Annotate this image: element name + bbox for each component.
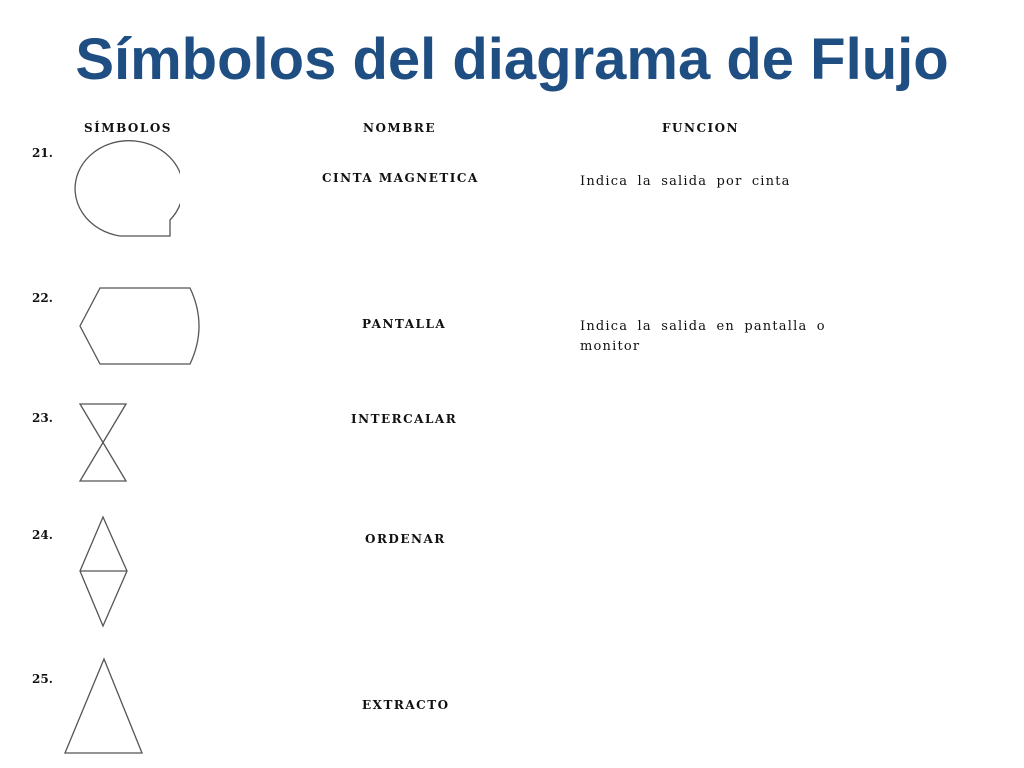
row-number: 22. xyxy=(32,291,53,305)
extract-icon xyxy=(64,657,143,754)
row-function: Indica la salida en pantalla o monitor xyxy=(580,319,826,354)
header-nombre: NOMBRE xyxy=(363,121,436,135)
row-name: CINTA MAGNETICA xyxy=(322,171,479,185)
magnetic-tape-icon xyxy=(74,140,180,237)
row-number: 23. xyxy=(32,411,53,425)
row-name: ORDENAR xyxy=(365,532,446,546)
display-icon xyxy=(79,287,200,365)
row-function: Indica la salida por cinta xyxy=(580,174,791,189)
row-name: EXTRACTO xyxy=(362,698,450,712)
header-simbolos: SÍMBOLOS xyxy=(84,121,172,135)
row-name: INTERCALAR xyxy=(351,412,458,426)
row-number: 25. xyxy=(32,672,53,686)
row-name: PANTALLA xyxy=(362,317,447,331)
row-number: 24. xyxy=(32,528,53,542)
sort-icon xyxy=(79,515,128,628)
collate-icon xyxy=(78,403,128,482)
slide-title: Símbolos del diagrama de Flujo xyxy=(75,27,949,92)
header-funcion: FUNCION xyxy=(662,121,740,135)
row-number: 21. xyxy=(32,146,53,160)
